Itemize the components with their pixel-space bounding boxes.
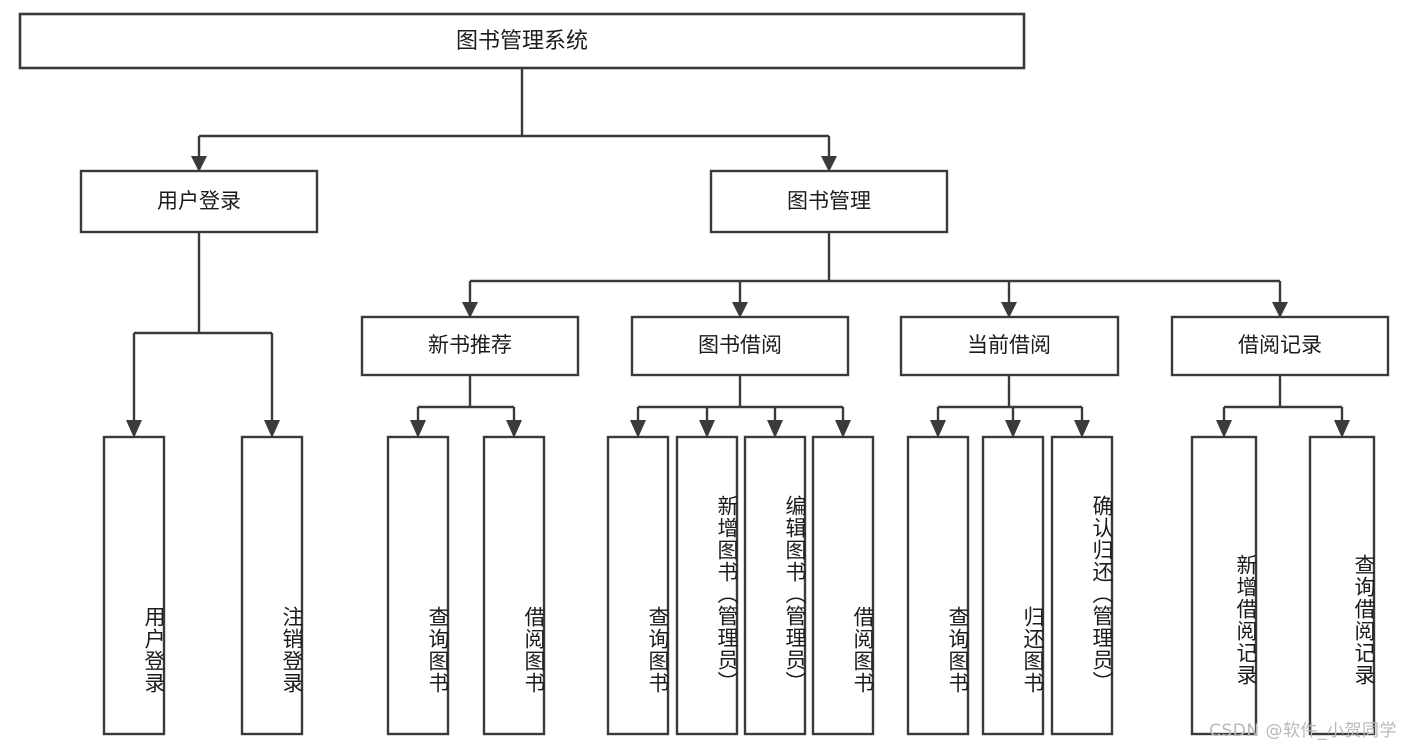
leaf-box-query-book-borrow[interactable]	[606, 435, 670, 736]
node-current-borrow-label: 当前借阅	[967, 333, 1051, 357]
node-book-manage-box[interactable]	[709, 169, 949, 234]
arrowhead-user-login	[191, 156, 207, 172]
node-book-manage-label: 图书管理	[787, 189, 871, 213]
arrowhead-book-borrow	[732, 302, 748, 318]
node-borrow-record-box[interactable]	[1170, 315, 1390, 377]
arrowhead-leaf-user-login	[126, 420, 142, 438]
arrowhead-borrow-leaf-2	[699, 420, 715, 438]
arrowhead-current-leaf-2	[1005, 420, 1021, 438]
node-root-label: 图书管理系统	[456, 29, 588, 54]
leaf-box-add-book-admin[interactable]	[675, 435, 739, 736]
edges-layer	[126, 68, 1350, 438]
node-new-book-rec-label: 新书推荐	[428, 333, 512, 357]
node-user-login-box[interactable]	[79, 169, 319, 234]
leaf-box-query-book-rec[interactable]	[386, 435, 450, 736]
arrowhead-leaf-logout	[264, 420, 280, 438]
arrowhead-borrow-record	[1272, 302, 1288, 318]
leaf-box-borrow-book-rec[interactable]	[482, 435, 546, 736]
node-user-login-label: 用户登录	[157, 189, 241, 213]
arrowhead-borrow-leaf-4	[835, 420, 851, 438]
arrowhead-book-manage	[821, 156, 837, 172]
leaf-box-user-login[interactable]	[102, 435, 166, 736]
node-book-borrow-label: 图书借阅	[698, 333, 782, 357]
arrowhead-current-leaf-1	[930, 420, 946, 438]
leaf-box-confirm-return-admin[interactable]	[1050, 435, 1114, 736]
arrowhead-current-borrow	[1001, 302, 1017, 318]
arrowhead-record-leaf-2	[1334, 420, 1350, 438]
arrowhead-newbook-leaf-1	[410, 420, 426, 438]
leaf-box-add-borrow-record[interactable]	[1190, 435, 1258, 736]
arrowhead-record-leaf-1	[1216, 420, 1232, 438]
node-book-borrow-box[interactable]	[630, 315, 850, 377]
node-borrow-record-label: 借阅记录	[1238, 333, 1322, 357]
arrowhead-borrow-leaf-3	[767, 420, 783, 438]
node-current-borrow-box[interactable]	[899, 315, 1120, 377]
arrowhead-current-leaf-3	[1074, 420, 1090, 438]
nodes-layer: 图书管理系统 用户登录 图书管理 新书推荐 图书借阅 当前借阅 借阅记录	[18, 12, 1390, 736]
arrowhead-new-book-rec	[462, 302, 478, 318]
leaf-box-query-book-current[interactable]	[906, 435, 970, 736]
leaf-box-borrow-book[interactable]	[811, 435, 875, 736]
arrowhead-newbook-leaf-2	[506, 420, 522, 438]
node-root-box[interactable]	[18, 12, 1026, 70]
leaf-box-logout[interactable]	[240, 435, 304, 736]
leaf-box-query-borrow-record[interactable]	[1308, 435, 1376, 736]
arrowhead-borrow-leaf-1	[630, 420, 646, 438]
node-new-book-rec-box[interactable]	[360, 315, 580, 377]
leaf-box-return-book[interactable]	[981, 435, 1045, 736]
leaf-box-edit-book-admin[interactable]	[743, 435, 807, 736]
csdn-watermark: CSDN @软件_小贺同学	[1209, 721, 1397, 741]
